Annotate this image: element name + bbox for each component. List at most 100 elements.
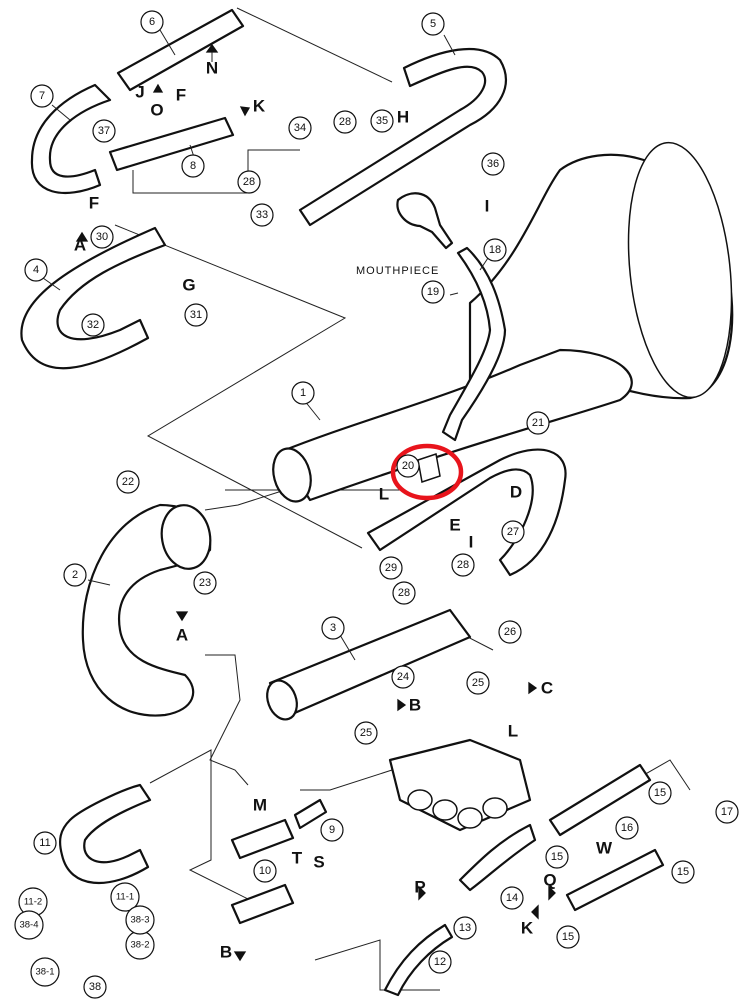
callout-13: 13	[453, 916, 477, 940]
callout-15: 15	[671, 860, 695, 884]
callout-circle	[320, 818, 344, 842]
callout-7: 7	[30, 84, 54, 108]
callout-circle	[421, 280, 445, 304]
arrows	[75, 43, 556, 962]
connection-letter-C: C	[541, 679, 553, 698]
callout-number: 1	[300, 387, 306, 399]
mouthpiece	[396, 192, 454, 250]
part-11-assembly	[59, 783, 152, 885]
callout-circle	[33, 831, 57, 855]
callout-30: 30	[90, 225, 114, 249]
leader-lines	[42, 29, 489, 661]
callout-number: 23	[199, 577, 211, 589]
callout-number: 13	[459, 922, 471, 934]
callout-circle	[333, 110, 357, 134]
callout-circle	[321, 616, 345, 640]
connection-letter-I: I	[469, 533, 474, 552]
callout-circle	[116, 470, 140, 494]
callout-26: 26	[498, 620, 522, 644]
callout-15: 15	[545, 845, 569, 869]
connection-letter-M: M	[253, 796, 267, 815]
callout-circle	[392, 581, 416, 605]
connection-letter-A: A	[176, 626, 188, 645]
callout-circle	[14, 910, 44, 940]
connection-letter-L: L	[379, 485, 389, 504]
u-tube-right	[366, 448, 567, 577]
callout-circle	[370, 109, 394, 133]
callout-5: 5	[421, 12, 445, 36]
callout-number: 38-3	[130, 915, 149, 926]
callout-38-2: 38-2	[125, 930, 155, 960]
mouthpiece-label: MOUTHPIECE	[356, 265, 439, 277]
callout-19: 19	[421, 280, 445, 304]
callout-28: 28	[392, 581, 416, 605]
connection-letter-H: H	[397, 108, 409, 127]
callout-25: 25	[466, 671, 490, 695]
callout-number: 11-2	[24, 897, 42, 908]
callout-circle	[30, 84, 54, 108]
callout-number: 30	[96, 231, 108, 243]
callout-3: 3	[321, 616, 345, 640]
callout-38-4: 38-4	[14, 910, 44, 940]
callout-number: 15	[562, 931, 574, 943]
callout-23: 23	[193, 571, 217, 595]
callout-36: 36	[481, 152, 505, 176]
connection-letter-E: E	[449, 516, 460, 535]
callout-33: 33	[250, 203, 274, 227]
connection-letter-A: A	[74, 236, 86, 255]
callout-number: 38-4	[19, 920, 38, 931]
callout-number: 36	[487, 158, 499, 170]
callout-number: 26	[504, 626, 516, 638]
callout-circle	[428, 950, 452, 974]
connection-letter-L: L	[508, 722, 518, 741]
callout-10: 10	[253, 859, 277, 883]
callout-27: 27	[501, 520, 525, 544]
callout-circle	[237, 170, 261, 194]
callout-circle	[354, 721, 378, 745]
callout-28: 28	[451, 553, 475, 577]
callout-circle	[498, 620, 522, 644]
callout-number: 6	[149, 16, 155, 28]
callout-number: 15	[654, 787, 666, 799]
connection-letter-D: D	[510, 483, 522, 502]
callout-circle	[545, 845, 569, 869]
connection-letter-Q: Q	[543, 871, 556, 890]
callout-circle	[140, 10, 164, 34]
callout-circle	[250, 203, 274, 227]
callout-9: 9	[320, 818, 344, 842]
callout-28: 28	[237, 170, 261, 194]
callout-number: 28	[457, 559, 469, 571]
callout-number: 32	[87, 319, 99, 331]
callout-25: 25	[354, 721, 378, 745]
part-20-clip	[417, 453, 441, 483]
connection-letter-G: G	[182, 276, 195, 295]
callout-number: 29	[385, 562, 397, 574]
callout-32: 32	[81, 313, 105, 337]
callout-15: 15	[648, 781, 672, 805]
connection-letter-N: N	[206, 59, 218, 78]
callout-circle	[81, 313, 105, 337]
callout-number: 20	[402, 460, 414, 472]
callout-number: 25	[472, 677, 484, 689]
callout-37: 37	[92, 119, 116, 143]
callout-circle	[715, 800, 739, 824]
callout-number: 37	[98, 125, 110, 137]
callout-number: 10	[259, 865, 271, 877]
callout-circle	[615, 816, 639, 840]
callout-number: 15	[677, 866, 689, 878]
callout-number: 15	[551, 851, 563, 863]
callout-38: 38	[83, 975, 107, 999]
callout-number: 38-1	[35, 967, 54, 978]
callout-circle	[396, 454, 420, 478]
callout-29: 29	[379, 556, 403, 580]
callout-circle	[451, 553, 475, 577]
callout-circle	[379, 556, 403, 580]
connection-letter-K: K	[521, 919, 534, 938]
callout-circle	[181, 154, 205, 178]
connection-letter-I: I	[485, 197, 490, 216]
callout-circle	[288, 116, 312, 140]
connection-letter-T: T	[292, 849, 303, 868]
callout-circle	[110, 882, 140, 912]
